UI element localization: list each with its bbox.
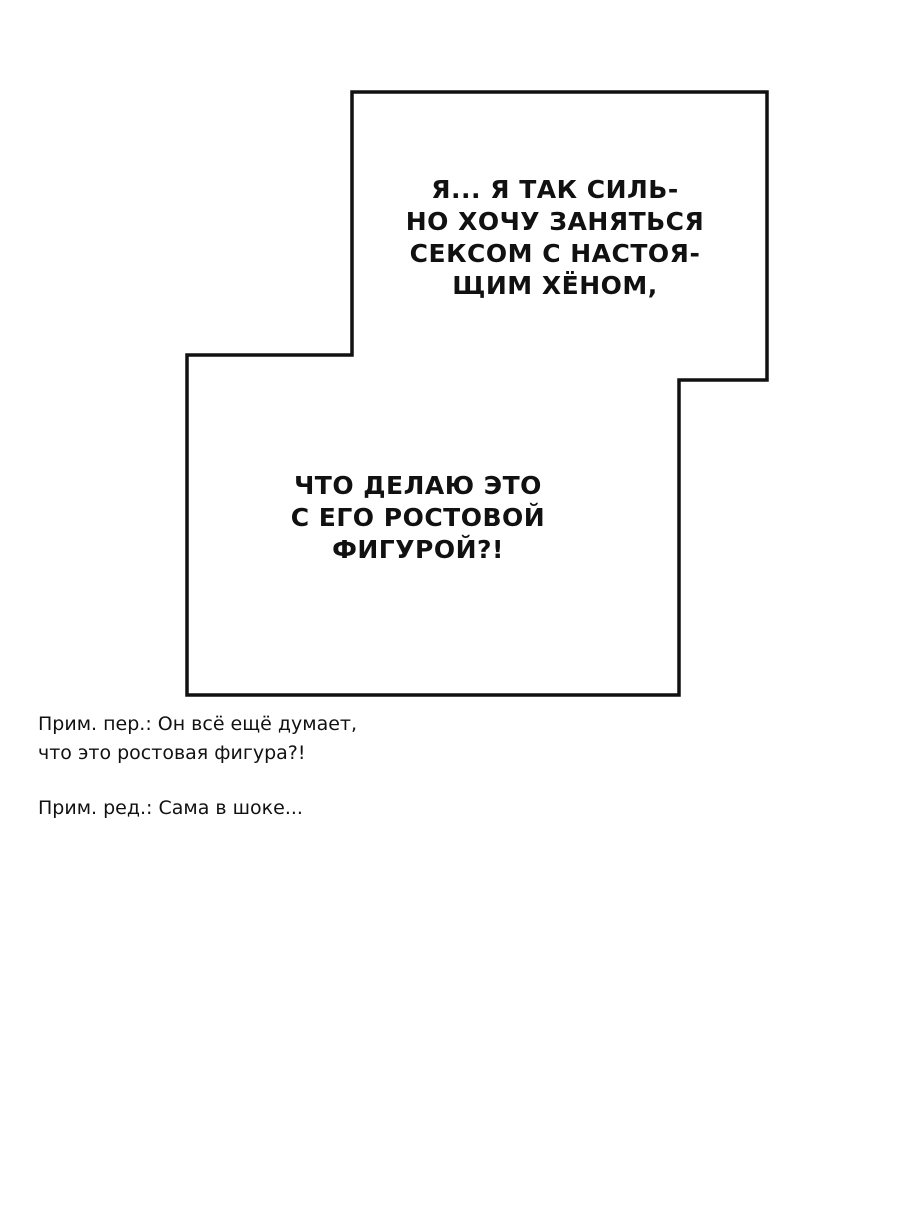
speech-text-bottom: что делаю это с его ростовой фигурой?! (268, 470, 568, 566)
speech-line: но хочу заняться (405, 207, 705, 236)
speech-line: с его ростовой (290, 503, 546, 532)
speech-line: щим Хёном, (452, 271, 658, 300)
translator-notes: Прим. пер.: Он всё ещё думает, что это р… (38, 710, 538, 823)
speech-line: сексом с настоя- (409, 239, 701, 268)
translator-note-line-1: Прим. пер.: Он всё ещё думает, (38, 713, 358, 735)
notes-spacer (38, 768, 538, 794)
stepped-caption-border (185, 90, 769, 697)
translator-note-line-2: что это ростовая фигура?! (38, 742, 306, 764)
speech-line: Я... я так силь- (431, 175, 679, 204)
editor-note: Прим. ред.: Сама в шоке... (38, 797, 303, 819)
speech-line: что делаю это (294, 471, 542, 500)
speech-text-top: Я... я так силь- но хочу заняться сексом… (405, 174, 705, 302)
speech-line: фигурой?! (332, 535, 504, 564)
